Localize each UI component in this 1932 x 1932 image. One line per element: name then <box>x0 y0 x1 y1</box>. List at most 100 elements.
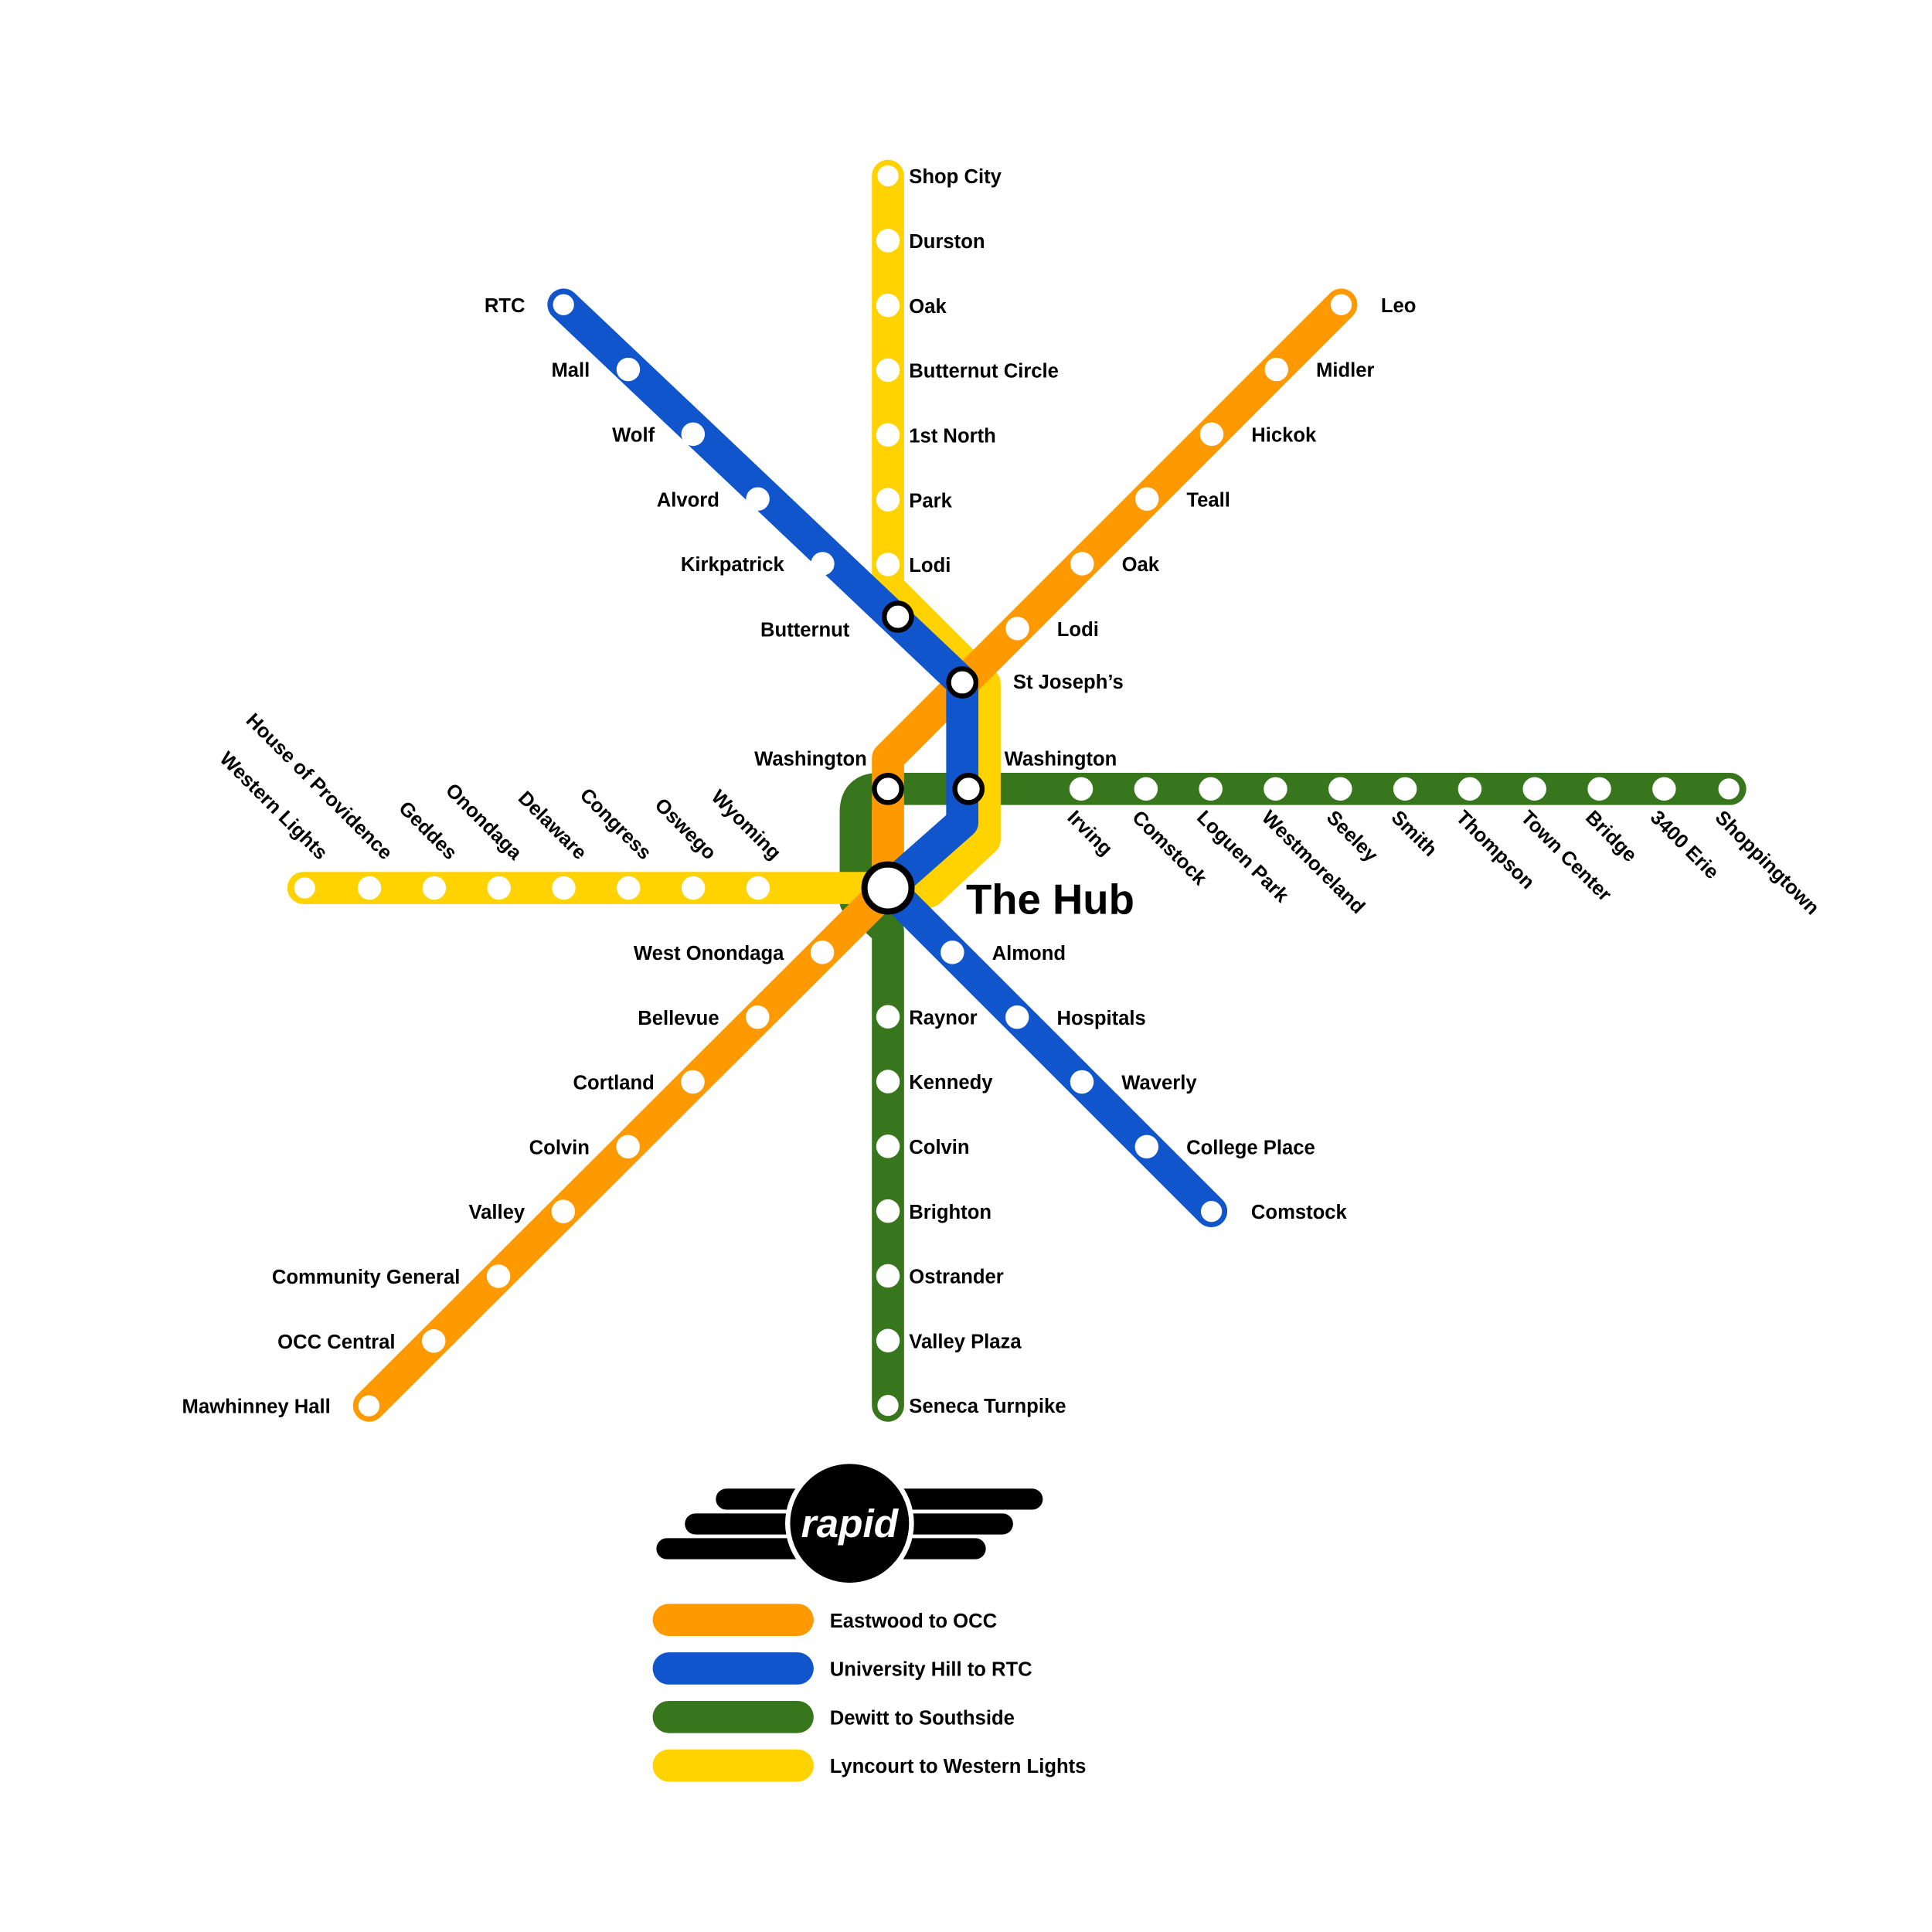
station-label: Raynor <box>909 1007 977 1029</box>
station-blue-north[interactable] <box>616 357 641 382</box>
station-orange-north[interactable] <box>1199 422 1224 447</box>
station-orange-north[interactable] <box>1264 357 1288 382</box>
station-orange-north[interactable] <box>1134 487 1159 511</box>
station-green-east[interactable] <box>1587 777 1611 801</box>
station-orange-north[interactable] <box>1327 290 1356 319</box>
station-orange-south[interactable] <box>810 940 835 964</box>
station-green-south[interactable] <box>876 1005 900 1029</box>
legend-swatch <box>652 1700 814 1733</box>
station-orange-south[interactable] <box>616 1134 640 1159</box>
station-label: Valley <box>468 1202 525 1223</box>
station-blue-north[interactable] <box>549 290 578 319</box>
legend-label: University Hill to RTC <box>830 1659 1032 1681</box>
interchange-washington-west[interactable] <box>872 773 904 805</box>
station-blue-south[interactable] <box>1134 1134 1159 1159</box>
station-label: Community General <box>272 1267 461 1288</box>
legend-item: Dewitt to Southside <box>652 1700 1015 1733</box>
station-yellow-west[interactable] <box>552 876 576 900</box>
station-yellow-west[interactable] <box>617 876 641 900</box>
station-green-south[interactable] <box>876 1070 900 1094</box>
station-label: Seneca Turnpike <box>909 1396 1066 1417</box>
station-blue-north[interactable] <box>746 487 770 511</box>
station-orange-south[interactable] <box>746 1005 770 1029</box>
station-blue-south[interactable] <box>940 940 964 964</box>
station-orange-south[interactable] <box>486 1264 511 1288</box>
station-green-east[interactable] <box>1264 777 1287 801</box>
station-label: Colvin <box>909 1137 969 1158</box>
station-green-east[interactable] <box>1393 777 1417 801</box>
station-orange-south[interactable] <box>551 1199 576 1223</box>
station-orange-north[interactable] <box>1005 617 1029 641</box>
station-yellow-north[interactable] <box>876 488 900 512</box>
hub-label: The Hub <box>966 876 1134 923</box>
station-label: Colvin <box>529 1137 590 1158</box>
station-yellow-west[interactable] <box>357 876 382 900</box>
station-yellow-west[interactable] <box>422 876 447 900</box>
station-green-east[interactable] <box>1458 777 1482 801</box>
station-label: Alvord <box>657 489 719 511</box>
stations <box>290 162 1743 1420</box>
station-yellow-north[interactable] <box>876 358 900 383</box>
station-orange-south[interactable] <box>354 1391 383 1420</box>
station-label: Shop City <box>909 166 1002 188</box>
station-yellow-north[interactable] <box>876 293 900 318</box>
legend-item: University Hill to RTC <box>652 1652 1032 1685</box>
interchange-butternut[interactable] <box>882 600 914 633</box>
station-label: Kennedy <box>909 1072 993 1094</box>
station-yellow-west[interactable] <box>681 876 706 900</box>
station-green-east[interactable] <box>1069 777 1094 801</box>
station-label: Bellevue <box>638 1008 719 1029</box>
interchange-label: Butternut <box>760 620 850 641</box>
station-blue-south[interactable] <box>1197 1197 1226 1226</box>
station-green-east[interactable] <box>1652 777 1676 801</box>
legend-swatch <box>652 1749 814 1782</box>
station-label: Waverly <box>1121 1073 1197 1094</box>
legend-item: Lyncourt to Western Lights <box>652 1749 1087 1782</box>
station-green-south[interactable] <box>873 1391 903 1420</box>
station-green-east[interactable] <box>1714 774 1743 804</box>
legend-label: Dewitt to Southside <box>830 1707 1015 1729</box>
station-yellow-west[interactable] <box>487 876 511 900</box>
station-yellow-west[interactable] <box>290 873 319 903</box>
station-green-east[interactable] <box>1134 777 1158 801</box>
station-green-south[interactable] <box>876 1134 900 1158</box>
station-yellow-north[interactable] <box>873 162 903 190</box>
station-green-south[interactable] <box>876 1199 900 1223</box>
station-label: Almond <box>992 943 1066 964</box>
station-blue-south[interactable] <box>1005 1005 1029 1029</box>
interchange-washington-east[interactable] <box>952 773 985 805</box>
station-label: Oak <box>909 296 947 318</box>
station-green-south[interactable] <box>876 1264 900 1288</box>
station-label: 3400 Erie <box>1646 807 1723 883</box>
station-yellow-west[interactable] <box>746 876 770 900</box>
station-label: Ostrander <box>909 1267 1003 1288</box>
station-blue-north[interactable] <box>811 552 835 576</box>
station-label: Congress <box>576 784 655 864</box>
station-green-east[interactable] <box>1199 777 1223 801</box>
station-yellow-north[interactable] <box>876 423 900 447</box>
station-orange-north[interactable] <box>1070 552 1094 576</box>
legend-item: Eastwood to OCC <box>652 1604 997 1636</box>
station-green-east[interactable] <box>1328 777 1352 801</box>
station-green-south[interactable] <box>876 1328 900 1352</box>
station-yellow-north[interactable] <box>876 229 900 253</box>
interchange-label: Washington <box>1005 748 1117 770</box>
station-label: Kirkpatrick <box>681 554 785 576</box>
station-blue-south[interactable] <box>1070 1070 1094 1094</box>
hub-station[interactable] <box>861 861 915 915</box>
legend-label: Lyncourt to Western Lights <box>830 1756 1087 1777</box>
interchange-st-josephs[interactable] <box>946 666 979 699</box>
legend: Eastwood to OCC University Hill to RTC Dew… <box>652 1604 1087 1782</box>
station-yellow-north[interactable] <box>876 553 900 577</box>
station-green-east[interactable] <box>1522 777 1546 801</box>
station-orange-south[interactable] <box>421 1329 446 1353</box>
station-label: Leo <box>1381 295 1417 317</box>
station-label: Lodi <box>1057 619 1099 641</box>
station-label: Durston <box>909 231 985 253</box>
station-blue-north[interactable] <box>681 422 706 447</box>
station-label: Hospitals <box>1056 1008 1145 1029</box>
station-orange-south[interactable] <box>681 1070 705 1094</box>
station-label: Western Lights <box>216 748 332 864</box>
station-label: Hickok <box>1251 424 1317 446</box>
